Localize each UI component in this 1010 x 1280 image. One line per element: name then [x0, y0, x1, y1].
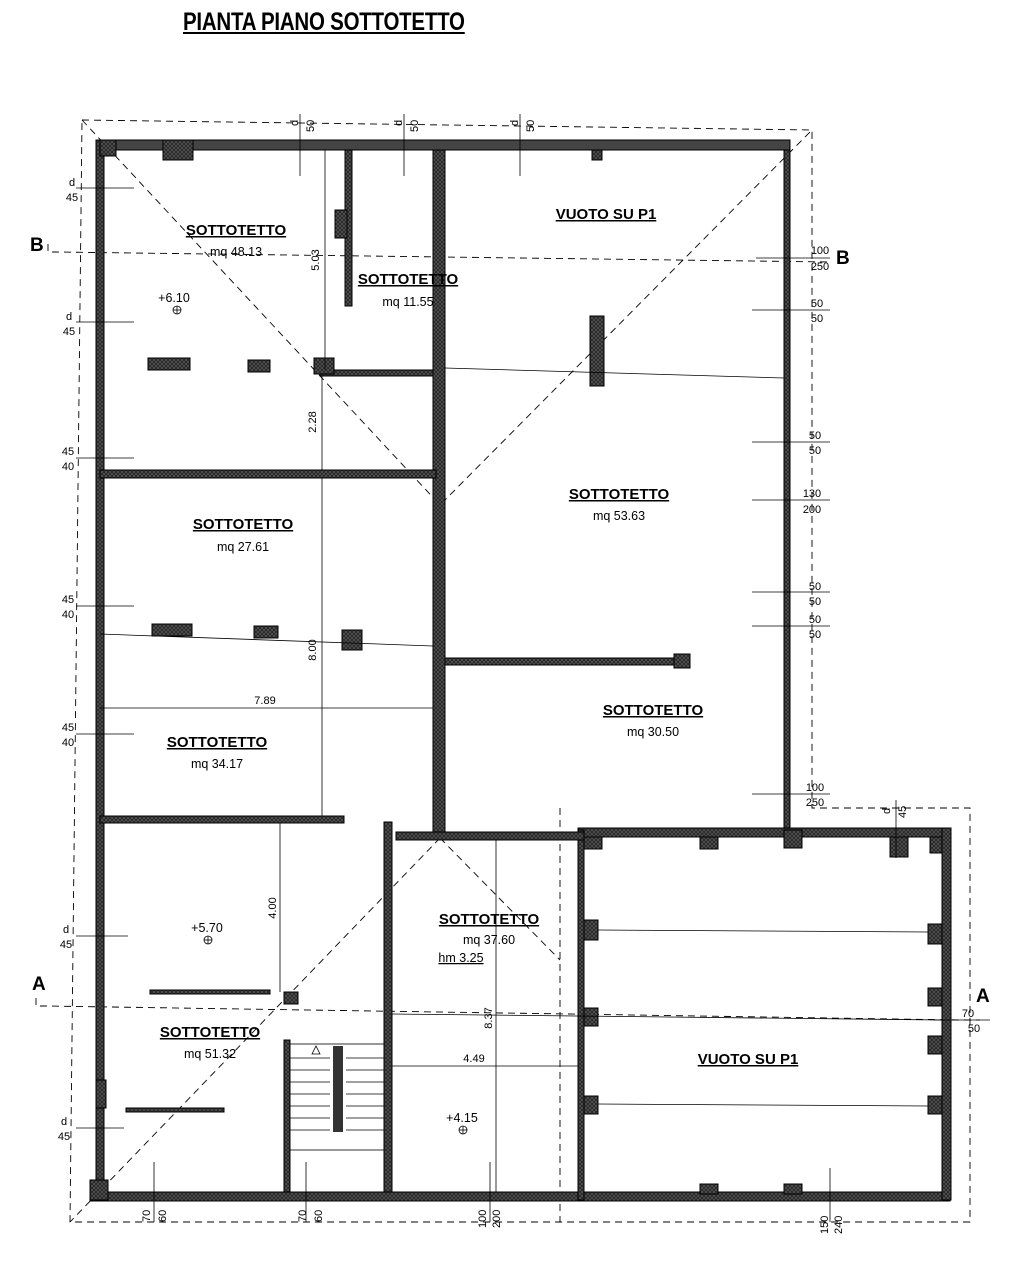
opening-label: d: [289, 120, 301, 126]
page-title: PIANTA PIANO SOTTOTETTO: [183, 8, 465, 36]
opening-label: 100: [811, 245, 829, 257]
opening-label: d: [509, 120, 521, 126]
room-name: SOTTOTETTO: [193, 516, 294, 533]
elevation-label: +6.10: [158, 291, 190, 305]
room-area: mq 37.60: [463, 933, 515, 947]
dimension-label: 7.89: [254, 695, 275, 707]
section-line-b: [47, 244, 831, 263]
opening-label: 45: [58, 1131, 70, 1143]
opening-label: 50: [809, 445, 821, 457]
thin-lines: [99, 367, 943, 1107]
opening-label: 45: [62, 722, 74, 734]
room-area: mq 27.61: [217, 540, 269, 554]
room-area: mq 53.63: [593, 509, 645, 523]
room-name: SOTTOTETTO: [569, 486, 670, 503]
opening-label: 45: [62, 446, 74, 458]
opening-label: 100: [806, 782, 824, 794]
dimension-label: 8.00: [307, 639, 319, 660]
opening-label: d: [63, 924, 69, 936]
room-name: SOTTOTETTO: [186, 222, 287, 239]
section-label-b-right: B: [836, 248, 850, 269]
opening-label: 50: [809, 596, 821, 608]
dimension-label: 4.49: [463, 1053, 484, 1065]
opening-label: 50: [809, 430, 821, 442]
opening-label: 50: [809, 629, 821, 641]
pillars: [89, 139, 943, 1201]
opening-label: 60: [157, 1210, 169, 1222]
elevation-symbols: [172, 305, 468, 1135]
opening-label: 150: [819, 1216, 831, 1234]
opening-label: 50: [811, 298, 823, 310]
opening-label: 50: [809, 581, 821, 593]
dimension-label: 2.28: [307, 411, 319, 432]
opening-label: d: [393, 120, 405, 126]
opening-label: 45: [897, 806, 909, 818]
room-area: mq 48.13: [210, 245, 262, 259]
room-name: SOTTOTETTO: [358, 271, 459, 288]
opening-label: 50: [809, 614, 821, 626]
opening-label: 40: [62, 609, 74, 621]
opening-label: 100: [477, 1210, 489, 1228]
room-name: SOTTOTETTO: [603, 702, 704, 719]
section-line-a: [35, 998, 980, 1021]
opening-label: 45: [62, 594, 74, 606]
room-name: SOTTOTETTO: [167, 734, 268, 751]
opening-label: d: [66, 311, 72, 323]
opening-label: 200: [803, 504, 821, 516]
opening-label: 45: [60, 939, 72, 951]
opening-label: d: [881, 808, 893, 814]
opening-label: 70: [297, 1210, 309, 1222]
room-name: VUOTO SU P1: [556, 206, 657, 223]
room-height: hm 3.25: [438, 951, 483, 965]
opening-marks: [76, 114, 990, 1222]
room-area: mq 51.32: [184, 1047, 236, 1061]
elevation-label: +4.15: [446, 1111, 478, 1125]
opening-label: 60: [313, 1210, 325, 1222]
opening-label: d: [61, 1116, 67, 1128]
opening-label: 50: [968, 1023, 980, 1035]
opening-label: 50: [811, 313, 823, 325]
room-area: mq 34.17: [191, 757, 243, 771]
opening-label: 130: [803, 488, 821, 500]
opening-label: 200: [491, 1210, 503, 1228]
opening-label: 250: [806, 797, 824, 809]
opening-label: 70: [962, 1008, 974, 1020]
room-name: SOTTOTETTO: [160, 1024, 261, 1041]
room-area: mq 11.55: [382, 295, 433, 309]
opening-label: 240: [833, 1216, 845, 1234]
section-label-a-right: A: [976, 986, 990, 1007]
room-name: SOTTOTETTO: [439, 911, 540, 928]
opening-label: 40: [62, 737, 74, 749]
opening-label: 250: [811, 261, 829, 273]
opening-label: 45: [63, 326, 75, 338]
staircase: [289, 1043, 385, 1151]
opening-label: 70: [141, 1210, 153, 1222]
opening-label: 40: [62, 461, 74, 473]
dimension-label: 8.37: [483, 1007, 495, 1028]
opening-label: 50: [305, 120, 317, 132]
room-name: VUOTO SU P1: [698, 1051, 799, 1068]
dimension-label: 5.03: [310, 249, 322, 270]
section-label-b-left: B: [30, 235, 44, 256]
opening-label: 45: [66, 192, 78, 204]
opening-label: 50: [409, 120, 421, 132]
section-label-a-left: A: [32, 974, 46, 995]
dimension-lines: [100, 150, 578, 1192]
room-area: mq 30.50: [627, 725, 679, 739]
opening-label: d: [69, 177, 75, 189]
dimension-label: 4.00: [267, 897, 279, 918]
opening-label: 50: [525, 120, 537, 132]
elevation-label: +5.70: [191, 921, 223, 935]
